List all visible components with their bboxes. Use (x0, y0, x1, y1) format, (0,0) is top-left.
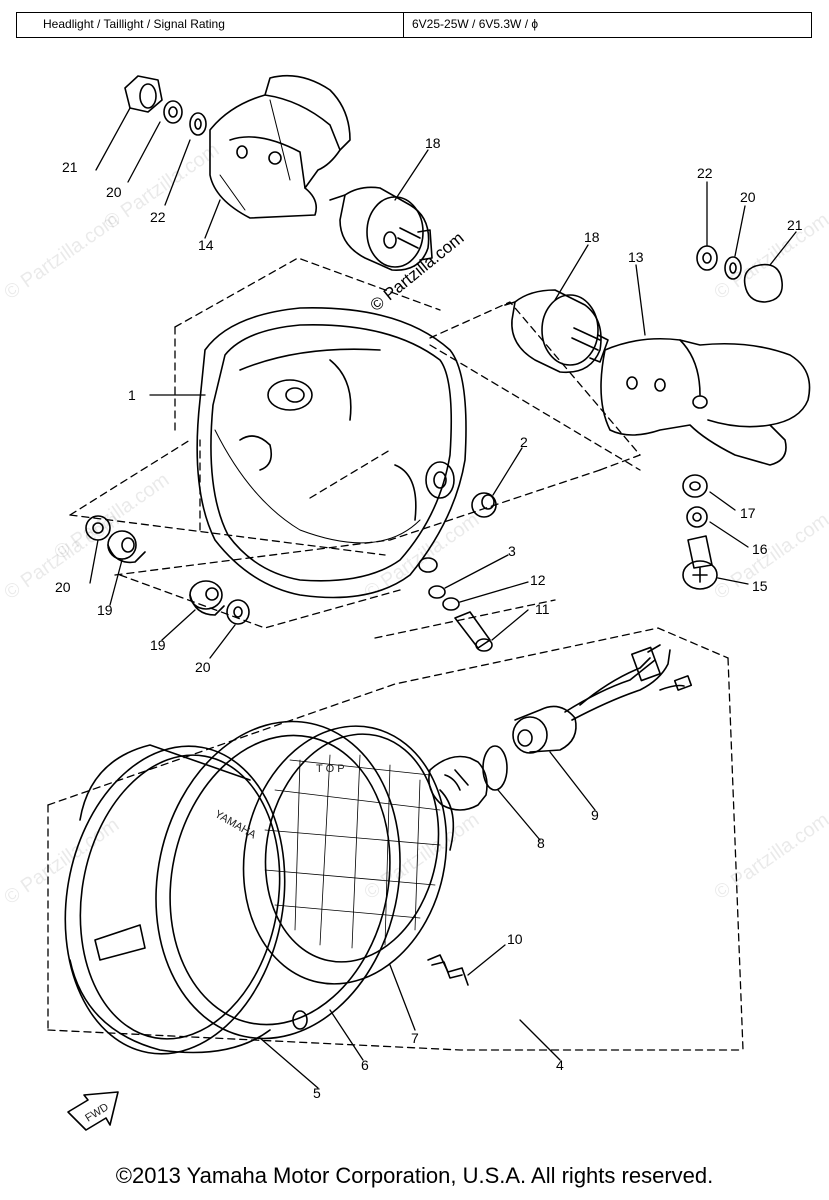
lens-text-top: T O P (316, 763, 345, 775)
callout-20: 20 (740, 189, 756, 205)
callout-17: 17 (740, 505, 756, 521)
callout-2: 2 (520, 434, 528, 450)
callout-8: 8 (537, 835, 545, 851)
callout-19: 19 (150, 637, 166, 653)
bulb-8 (428, 745, 508, 811)
lens-unit-7 (242, 725, 455, 985)
spring-clip-10 (427, 954, 469, 986)
callout-9: 9 (591, 807, 599, 823)
washer-12 (442, 597, 460, 611)
callout-21: 21 (787, 217, 803, 233)
callout-numbers: 21 20 22 14 18 18 13 22 20 21 1 2 17 16 … (55, 135, 803, 1101)
callout-18: 18 (584, 229, 600, 245)
bracket-right (600, 337, 811, 466)
spec-label: Headlight / Taillight / Signal Rating (17, 13, 404, 37)
washer-20-center (226, 599, 250, 625)
washer-16 (686, 506, 708, 528)
callout-4: 4 (556, 1057, 564, 1073)
bracket-left (209, 74, 351, 219)
watermark: © Partzilla.com (710, 809, 829, 904)
outer-rim-5 (64, 744, 286, 1055)
washer-3 (428, 585, 446, 599)
callout-18: 18 (425, 135, 441, 151)
lens-rim-6 (155, 720, 401, 1040)
watermark: © Partzilla.com (360, 509, 483, 604)
collar-19-left (107, 530, 146, 564)
collar-19-center (189, 580, 225, 616)
watermark: © Partzilla.com (710, 509, 829, 604)
fwd-arrow-label: FWD (83, 1101, 111, 1124)
spec-table: Headlight / Taillight / Signal Rating 6V… (16, 12, 812, 38)
bolt-15 (682, 535, 718, 590)
watermark: © Partzilla.com (360, 809, 483, 904)
callout-21: 21 (62, 159, 78, 175)
watermark: © Partzilla.com (710, 209, 829, 304)
callout-22: 22 (697, 165, 713, 181)
washer-20-left (163, 100, 183, 124)
callout-14: 14 (198, 237, 214, 253)
washer-22-right (696, 245, 718, 271)
damper-18-right (504, 289, 609, 374)
watermark: © Partzilla.com (0, 814, 123, 909)
callout-13: 13 (628, 249, 644, 265)
collar-2 (471, 492, 497, 518)
callout-20: 20 (55, 579, 71, 595)
exploded-headlight-diagram: © Partzilla.com © Partzilla.com © Partzi… (0, 74, 829, 1131)
explosion-boxes (47, 257, 744, 1051)
spec-value: 6V25-25W / 6V5.3W / ϕ (412, 17, 539, 31)
callout-16: 16 (752, 541, 768, 557)
callout-22: 22 (150, 209, 166, 225)
callout-6: 6 (361, 1057, 369, 1073)
callout-20: 20 (106, 184, 122, 200)
bulb-socket-9 (512, 644, 693, 754)
callout-15: 15 (752, 578, 768, 594)
callout-19: 19 (97, 602, 113, 618)
copyright-footer: ©2013 Yamaha Motor Corporation, U.S.A. A… (115, 1163, 714, 1188)
screw-11 (454, 611, 493, 652)
nut-17 (682, 474, 708, 498)
headlight-housing (196, 307, 467, 599)
callout-3: 3 (508, 543, 516, 559)
callout-5: 5 (313, 1085, 321, 1101)
damper-18-top (329, 186, 433, 271)
lens-text-brand: YAMAHA (213, 808, 259, 842)
callout-12: 12 (530, 572, 546, 588)
callout-20: 20 (195, 659, 211, 675)
nut-21-left (124, 75, 163, 113)
callout-1: 1 (128, 387, 136, 403)
washer-22-left (189, 112, 207, 136)
leader-lines (89, 107, 797, 1089)
callout-7: 7 (411, 1030, 419, 1046)
callout-10: 10 (507, 931, 523, 947)
callout-11: 11 (535, 601, 550, 617)
watermark: © Partzilla.com (50, 469, 173, 564)
washer-20-right (724, 256, 742, 280)
cap-nut-21-right (743, 263, 783, 303)
fwd-arrow (67, 1091, 119, 1131)
